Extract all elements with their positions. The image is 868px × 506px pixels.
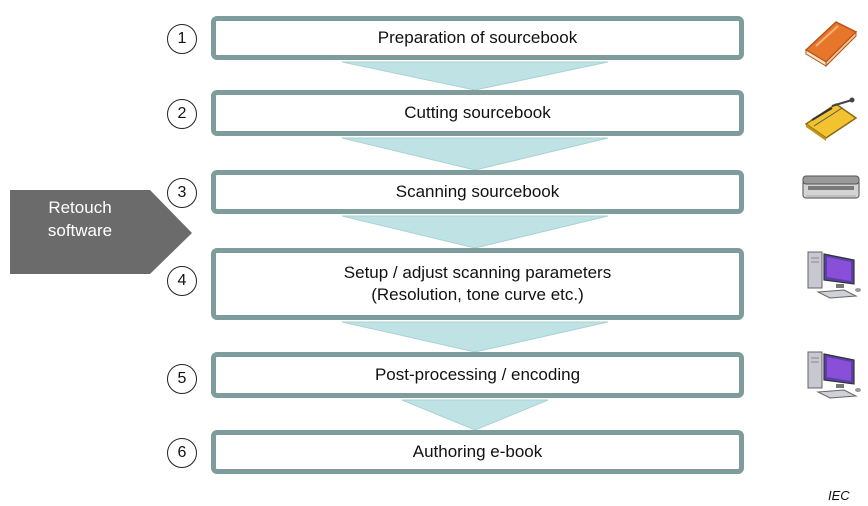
flow-arrow-1-2 — [341, 61, 609, 91]
step-1-number: 1 — [167, 24, 197, 54]
step-6-box: Authoring e-book — [211, 430, 744, 474]
step-2-box: Cutting sourcebook — [211, 90, 744, 136]
step-4-label-line-1: Setup / adjust scanning parameters — [343, 263, 612, 282]
retouch-label-line-1: Retouch — [48, 198, 112, 217]
step-5-box: Post-processing / encoding — [211, 352, 744, 398]
retouch-software-label: Retouch software — [10, 196, 150, 242]
step-5-number: 5 — [167, 364, 197, 394]
step-6-number: 6 — [167, 438, 197, 468]
step-6-label: Authoring e-book — [412, 442, 543, 461]
computer-icon-step-5 — [807, 351, 861, 399]
computer-icon-step-4 — [807, 251, 861, 299]
step-4-box: Setup / adjust scanning parameters (Reso… — [211, 248, 744, 320]
step-2-number: 2 — [167, 99, 197, 129]
step-4-label-line-2: (Resolution, tone curve etc.) — [371, 285, 584, 304]
flow-arrow-2-3 — [341, 137, 609, 171]
scanner-icon — [802, 175, 860, 199]
retouch-label-line-2: software — [47, 221, 113, 240]
step-4-number: 4 — [167, 266, 197, 296]
book-icon — [804, 21, 858, 68]
step-3-label: Scanning sourcebook — [395, 182, 560, 201]
flow-arrow-4-5 — [341, 321, 609, 353]
paper-cutter-icon — [804, 97, 858, 141]
step-1-box: Preparation of sourcebook — [211, 16, 744, 60]
iec-mark: IEC — [828, 488, 850, 503]
flow-arrow-5-6 — [401, 399, 549, 431]
step-3-box: Scanning sourcebook — [211, 170, 744, 214]
step-3-number: 3 — [167, 178, 197, 208]
step-5-label: Post-processing / encoding — [374, 365, 581, 384]
step-1-label: Preparation of sourcebook — [377, 28, 578, 47]
retouch-software-arrow — [10, 190, 192, 274]
step-2-label: Cutting sourcebook — [404, 103, 551, 122]
flow-arrow-3-4 — [341, 215, 609, 249]
